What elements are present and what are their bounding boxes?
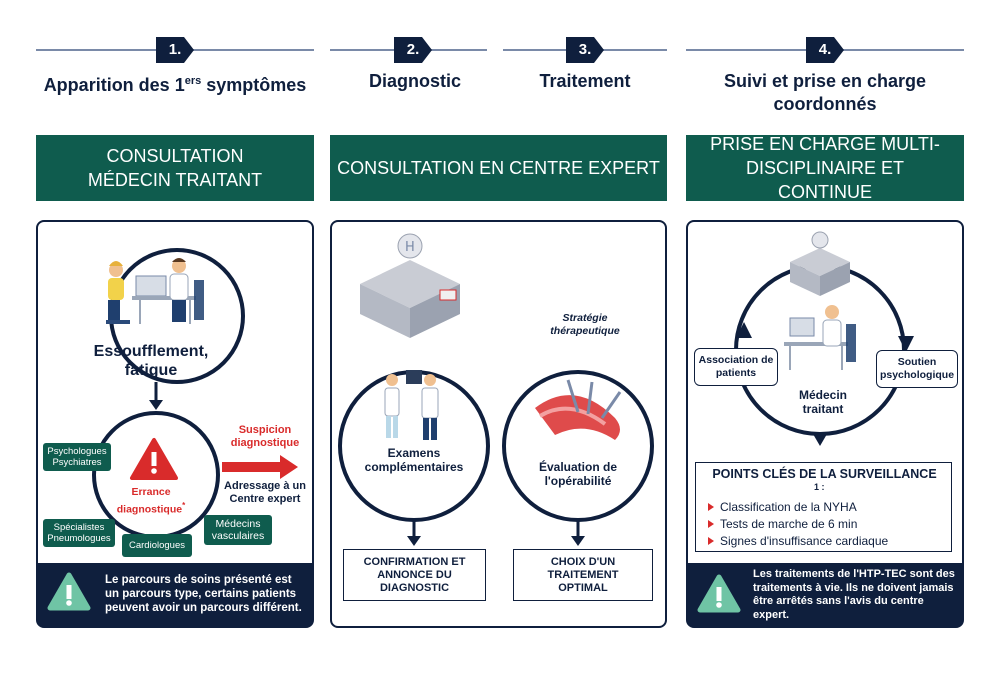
soutien-box: Soutien psychologique xyxy=(876,350,958,388)
choix-traitement-box: CHOIX D'UN TRAITEMENT OPTIMAL xyxy=(513,549,653,601)
keys-list: Classification de la NYHA Tests de march… xyxy=(706,499,946,550)
suspicion-label: Suspicion diagnostique xyxy=(230,424,300,449)
panel2-diagram: H xyxy=(338,233,654,546)
keys-ref: 1 : xyxy=(814,482,825,492)
step-4-title: Suivi et prise en charge coordonnés xyxy=(723,71,927,114)
doctors-illustration xyxy=(384,370,439,440)
key-item: Classification de la NYHA xyxy=(706,499,946,516)
medecin-traitant-label: Médecin traitant xyxy=(798,388,847,416)
panel1-footer-text: Le parcours de soins présenté est un par… xyxy=(105,574,302,614)
association-box: Association de patients xyxy=(694,348,778,386)
artery-illustration xyxy=(535,379,622,440)
svg-text:H: H xyxy=(405,240,415,255)
tag-vasculaires: Médecins vasculaires xyxy=(204,515,272,545)
keys-title: POINTS CLÉS DE LA SURVEILLANCE xyxy=(712,467,937,481)
symptoms-label: Essoufflement, fatigue xyxy=(93,343,209,379)
consultation-illustration xyxy=(106,258,204,324)
hospital-icon: H xyxy=(360,233,460,338)
strategie-label: Stratégie thérapeutique xyxy=(550,312,620,337)
panel1-diagram xyxy=(92,248,298,539)
hospital-small-icon xyxy=(790,231,850,296)
key-item: Tests de marche de 6 min xyxy=(706,516,946,533)
banner-centre-expert: CONSULTATION EN CENTRE EXPERT xyxy=(330,135,667,201)
info-warning-icon xyxy=(697,574,741,613)
keys-box: POINTS CLÉS DE LA SURVEILLANCE 1 : Class… xyxy=(695,462,952,552)
confirmation-box: CONFIRMATION ET ANNONCE DU DIAGNOSTIC xyxy=(343,549,486,601)
panel4-footer-text: Les traitements de l'HTP-TEC sont des tr… xyxy=(753,568,955,621)
tag-cardiologues: Cardiologues xyxy=(122,534,192,557)
evaluation-label: Évaluation de l'opérabilité xyxy=(538,460,618,488)
errance-label: Errance diagnostique* xyxy=(116,486,186,516)
step-4-badge: 4. xyxy=(806,37,844,63)
step-1-title: Apparition des 1ers symptômes xyxy=(43,75,307,95)
step-2-badge: 2. xyxy=(394,37,432,63)
step-2-title: Diagnostic xyxy=(368,71,461,91)
step-3-badge: 3. xyxy=(566,37,604,63)
doctor-desk-illustration xyxy=(784,305,856,370)
key-item: Signes d'insuffisance cardiaque xyxy=(706,533,946,550)
step-1-badge: 1. xyxy=(156,37,194,63)
banner-medecin-traitant: CONSULTATION MÉDECIN TRAITANT xyxy=(36,135,314,201)
tag-specialistes: Spécialistes Pneumologues xyxy=(43,519,115,547)
adressage-label: Adressage à un Centre expert xyxy=(224,480,306,505)
panel4-footer: Les traitements de l'HTP-TEC sont des tr… xyxy=(687,563,963,627)
panel1-footer: Le parcours de soins présenté est un par… xyxy=(37,563,313,627)
step-3-title: Traitement xyxy=(539,71,631,91)
tag-psychologues: Psychologues Psychiatres xyxy=(43,443,111,471)
examens-label: Examens complémentaires xyxy=(364,446,464,474)
info-warning-icon xyxy=(47,572,91,611)
banner-prise-en-charge: PRISE EN CHARGE MULTI-DISCIPLINAIRE ET C… xyxy=(686,134,964,202)
